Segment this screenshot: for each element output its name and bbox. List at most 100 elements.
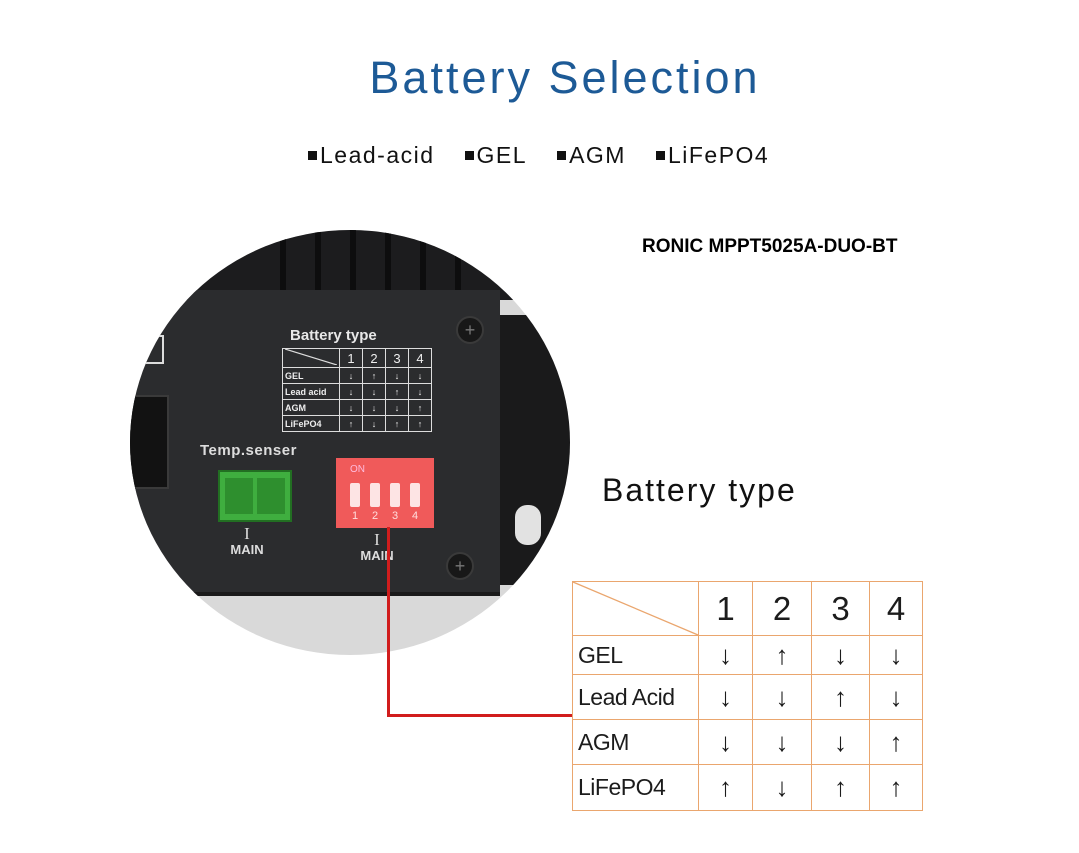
table-row: LiFePO4 ↑ ↓ ↑ ↑ — [572, 764, 923, 811]
header-cell: 1 — [339, 348, 363, 368]
row-label: LiFePO4 — [282, 415, 340, 432]
heatsink-fin — [455, 230, 461, 300]
battery-type-item: Lead-acid — [308, 142, 435, 169]
bracket-hole — [515, 505, 541, 545]
arrow-cell: ↓ — [811, 719, 870, 765]
row-label: AGM — [282, 399, 340, 416]
row-label: GEL — [282, 367, 340, 384]
arrow-cell: ↓ — [362, 415, 386, 432]
heatsink-fin — [350, 230, 356, 300]
header-cell: 4 — [408, 348, 432, 368]
arrow-cell: ↓ — [385, 399, 409, 416]
connector-line-horizontal — [387, 714, 573, 717]
arrow-cell: ↑ — [385, 383, 409, 400]
arrow-cell: ↑ — [385, 415, 409, 432]
battery-type-heading: Battery type — [602, 472, 797, 508]
dip-toggle-4 — [410, 483, 420, 507]
square-bullet-icon — [557, 151, 567, 160]
row-label: Lead acid — [282, 383, 340, 400]
heatsink — [130, 230, 570, 300]
arrow-cell: ↓ — [752, 674, 812, 720]
arrow-cell: ↑ — [408, 399, 432, 416]
roman-numeral: I — [244, 524, 250, 543]
row-label: AGM — [572, 719, 699, 765]
arrow-cell: ↓ — [752, 719, 812, 765]
header-cell: 3 — [811, 581, 870, 636]
header-cell: 3 — [385, 348, 409, 368]
arrow-cell: ↓ — [869, 674, 923, 720]
battery-type-label: Lead-acid — [320, 142, 435, 168]
header-cell: 4 — [869, 581, 923, 636]
arrow-cell: ↑ — [869, 719, 923, 765]
arrow-cell: ↓ — [408, 367, 432, 384]
front-panel — [130, 290, 500, 596]
device-photo: + + Battery type 1 2 3 4 GEL ↓ ↑ ↓ ↓ Lea… — [130, 230, 570, 655]
arrow-cell: ↑ — [698, 764, 753, 811]
arrow-cell: ↓ — [362, 383, 386, 400]
arrow-cell: ↑ — [811, 674, 870, 720]
battery-type-item: GEL — [464, 142, 528, 169]
terminal-marker — [135, 335, 164, 364]
main-text: MAIN — [230, 542, 264, 557]
arrow-cell: ↑ — [339, 415, 363, 432]
arrow-cell: ↑ — [362, 367, 386, 384]
temp-sensor-terminal — [218, 470, 292, 522]
main-label: I MAIN — [352, 530, 402, 563]
arrow-cell: ↑ — [869, 764, 923, 811]
dip-number: 4 — [412, 510, 419, 522]
connector-line-vertical — [387, 527, 390, 717]
dip-switch: ON 1 2 3 4 — [336, 458, 434, 528]
screw-icon: + — [456, 316, 484, 344]
dip-on-label: ON — [350, 464, 365, 475]
side-connector — [130, 395, 169, 489]
arrow-cell: ↑ — [811, 764, 870, 811]
arrow-cell: ↓ — [385, 367, 409, 384]
square-bullet-icon — [464, 151, 474, 160]
arrow-cell: ↓ — [339, 367, 363, 384]
arrow-cell: ↓ — [811, 635, 870, 675]
arrow-cell: ↑ — [408, 415, 432, 432]
arrow-cell: ↓ — [752, 764, 812, 811]
arrow-cell: ↑ — [752, 635, 812, 675]
screw-icon: + — [446, 552, 474, 580]
row-label: LiFePO4 — [572, 764, 699, 811]
main-label: I MAIN — [222, 524, 272, 557]
arrow-cell: ↓ — [869, 635, 923, 675]
corner-cell — [282, 348, 340, 368]
terminal-slot — [257, 478, 285, 514]
roman-numeral: I — [374, 530, 380, 549]
arrow-cell: ↓ — [698, 635, 753, 675]
temp-sensor-label: Temp.senser — [200, 442, 297, 459]
arrow-cell: ↓ — [362, 399, 386, 416]
square-bullet-icon — [308, 151, 317, 160]
heatsink-fin — [420, 230, 426, 300]
model-name: RONIC MPPT5025A-DUO-BT — [642, 236, 898, 257]
dip-number: 3 — [392, 510, 399, 522]
panel-battery-type-title: Battery type — [290, 327, 377, 344]
dip-toggle-3 — [390, 483, 400, 507]
header-cell: 2 — [752, 581, 812, 636]
battery-type-label: LiFePO4 — [667, 142, 770, 168]
heatsink-fin — [280, 230, 286, 300]
main-text: MAIN — [360, 548, 394, 563]
row-label: GEL — [572, 635, 699, 675]
battery-type-item: AGM — [557, 142, 626, 169]
panel-battery-table: 1 2 3 4 GEL ↓ ↑ ↓ ↓ Lead acid ↓ ↓ ↑ ↓ AG… — [282, 348, 432, 432]
header-cell: 1 — [698, 581, 753, 636]
dip-number: 2 — [372, 510, 379, 522]
corner-cell — [572, 581, 699, 636]
arrow-cell: ↓ — [698, 674, 753, 720]
dip-toggle-2 — [370, 483, 380, 507]
battery-type-label: AGM — [569, 142, 626, 168]
battery-type-list: Lead-acid GEL AGM LiFePO4 — [308, 142, 769, 169]
row-label: Lead Acid — [572, 674, 699, 720]
table-row: Lead Acid ↓ ↓ ↑ ↓ — [572, 674, 923, 720]
heatsink-fin — [315, 230, 321, 300]
header-cell: 2 — [362, 348, 386, 368]
table-row: AGM ↓ ↓ ↓ ↑ — [572, 719, 923, 765]
dip-toggle-1 — [350, 483, 360, 507]
battery-type-item: LiFePO4 — [655, 142, 770, 169]
arrow-cell: ↓ — [339, 383, 363, 400]
heatsink-fin — [385, 230, 391, 300]
dip-number: 1 — [352, 510, 359, 522]
